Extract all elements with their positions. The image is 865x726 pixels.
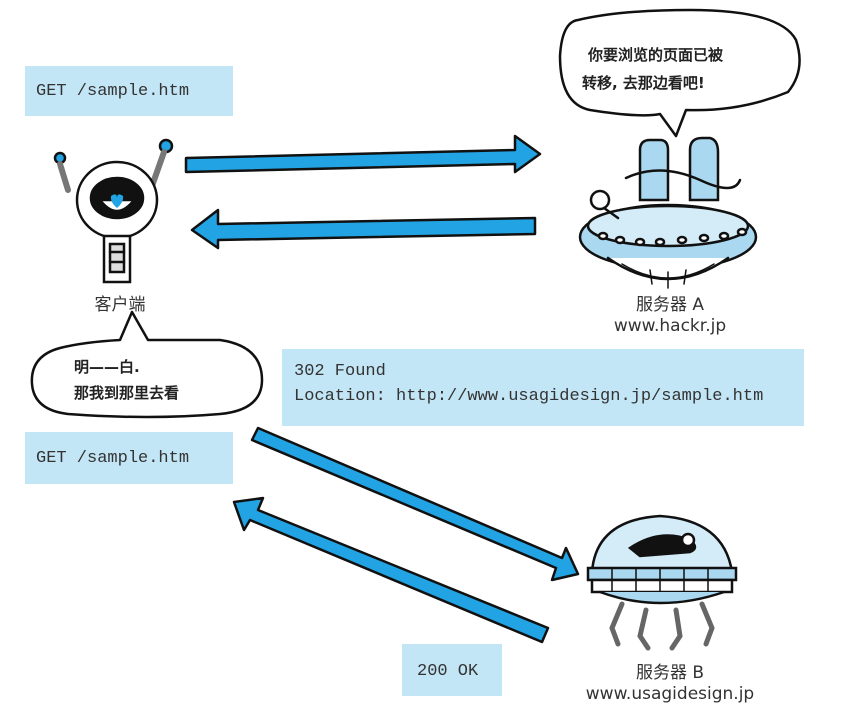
server-a-host: www.hackr.jp [613, 316, 727, 336]
server-a-speech-bubble: 你要浏览的页面已被 转移, 去那边看吧! [558, 8, 801, 138]
client-label: 客户端 [94, 295, 146, 315]
first-get-request-box: GET /sample.htm [25, 66, 233, 116]
second-get-request-box: GET /sample.htm [25, 432, 233, 484]
server-b-dome-illustration [586, 514, 738, 651]
ok-arrow-to-client [232, 496, 550, 644]
client-speech-line1: 明——白. [74, 358, 140, 376]
client-speech-bubble: 明——白. 那我到那里去看 [30, 310, 264, 419]
redirect-location-text: Location: http://www.usagidesign.jp/samp… [294, 387, 764, 406]
ok-response-box: 200 OK [402, 644, 502, 696]
redirect-status-text: 302 Found [294, 362, 386, 381]
server-a-ufo-illustration [578, 136, 758, 289]
server-b-host: www.usagidesign.jp [585, 684, 755, 704]
server-a-speech-line1: 你要浏览的页面已被 [587, 46, 724, 64]
request-arrow-to-server-a [184, 134, 542, 174]
redirect-response-box: 302 Found Location: http://www.usagidesi… [282, 349, 804, 426]
request-arrow-to-server-b [250, 426, 580, 582]
ok-response-text: 200 OK [417, 662, 479, 681]
client-robot-illustration [53, 138, 174, 284]
first-get-request-text: GET /sample.htm [36, 82, 190, 101]
server-a-speech-line2: 转移, 去那边看吧! [582, 74, 705, 92]
client-speech-line2: 那我到那里去看 [74, 384, 179, 402]
redirect-arrow-to-client [190, 208, 537, 250]
second-get-request-text: GET /sample.htm [36, 449, 190, 468]
server-a-label: 服务器 A [635, 295, 705, 315]
server-b-label: 服务器 B [635, 663, 705, 683]
